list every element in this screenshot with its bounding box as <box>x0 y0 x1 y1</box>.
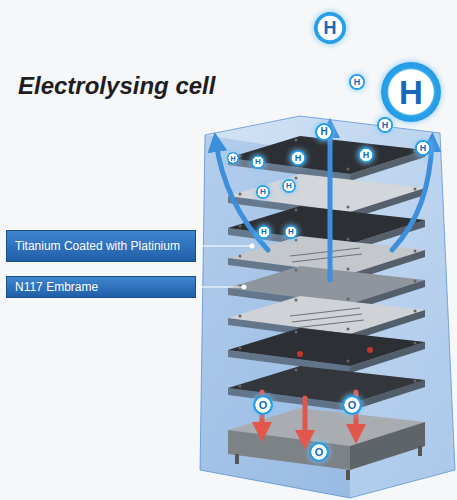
gas-bubble: O <box>253 395 273 415</box>
leader-dot <box>242 285 247 290</box>
end-plate <box>228 136 425 181</box>
gas-symbol: H <box>286 182 292 190</box>
callout-text: Titanium Coated with Platinium <box>15 239 180 253</box>
gas-bubble: H <box>257 225 271 239</box>
gas-bubble: H <box>315 123 333 141</box>
gas-bubble: H <box>290 150 306 166</box>
gas-bubble: H <box>284 225 298 239</box>
callout-box: Titanium Coated with Platinium <box>6 230 196 262</box>
gas-symbol: H <box>295 154 302 163</box>
gas-bubble: H <box>381 62 441 122</box>
housing <box>200 116 455 498</box>
plate-grooves <box>290 248 364 328</box>
gas-bubble: H <box>251 155 265 169</box>
base-block <box>350 422 425 470</box>
base-block <box>228 430 350 470</box>
gas-symbol: O <box>315 447 324 458</box>
gas-symbol: H <box>230 155 235 162</box>
gas-symbol: H <box>382 121 389 130</box>
leader-dot <box>250 244 255 249</box>
gas-bubble: O <box>342 395 362 415</box>
gas-symbol: H <box>255 158 261 166</box>
callout-text: N117 Embrame <box>15 280 98 294</box>
hydrogen-flow <box>216 128 432 280</box>
gas-bubble: H <box>314 12 346 44</box>
gas-symbol: H <box>420 144 427 153</box>
gas-bubble: H <box>415 140 431 156</box>
gas-bubble: H <box>227 152 239 164</box>
leader-line <box>196 246 252 287</box>
gas-symbol: H <box>354 78 361 87</box>
gas-symbol: H <box>320 127 327 137</box>
port <box>297 351 303 357</box>
gas-symbol: H <box>288 228 294 236</box>
gas-bubble: O <box>309 442 329 462</box>
flow-plate <box>228 328 425 373</box>
port <box>367 347 373 353</box>
gas-symbol: H <box>261 228 267 236</box>
gas-symbol: H <box>363 151 370 160</box>
gas-symbol: H <box>260 188 266 196</box>
diagram-title: Electrolysing cell <box>18 72 215 100</box>
gas-symbol: O <box>348 400 357 411</box>
gas-bubble: H <box>256 185 270 199</box>
gas-symbol: H <box>399 76 423 109</box>
gas-bubble: H <box>349 74 365 90</box>
gas-bubble: H <box>358 147 374 163</box>
gas-symbol: O <box>259 400 268 411</box>
callout-box: N117 Embrame <box>6 276 196 298</box>
oxygen-flow <box>262 392 356 440</box>
gas-bubble: H <box>377 117 393 133</box>
gas-bubble: H <box>282 179 296 193</box>
gas-symbol: H <box>324 19 337 37</box>
